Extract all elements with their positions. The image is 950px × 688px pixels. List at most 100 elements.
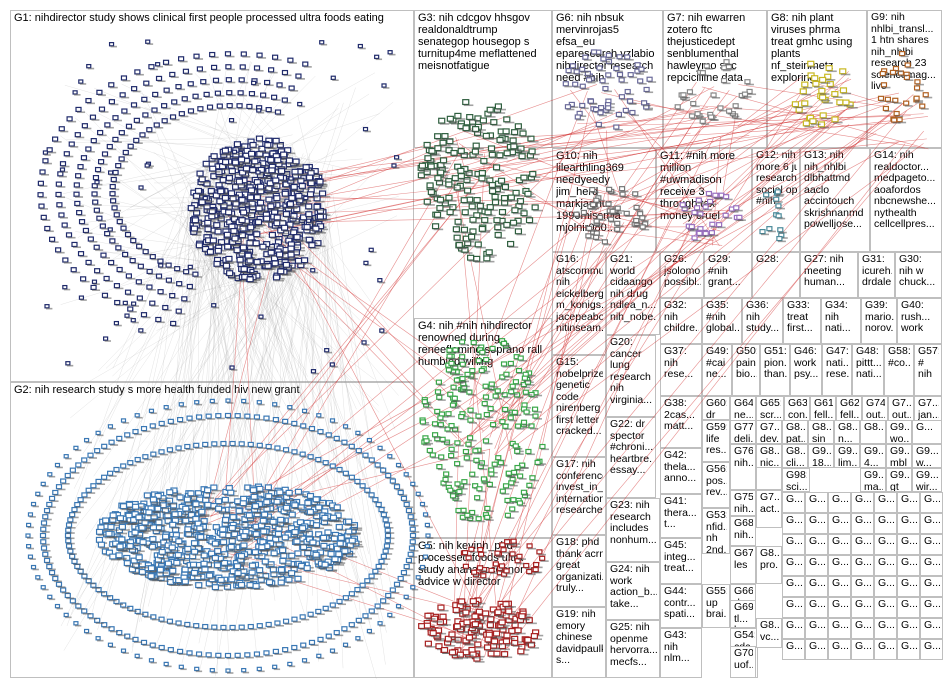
group-panel-tiny: G... xyxy=(828,555,851,576)
group-label: G... xyxy=(924,620,940,631)
group-label: G8... pro... xyxy=(760,548,779,571)
group-panel-g86: G8... n... xyxy=(834,420,860,444)
group-panel-tiny: G... xyxy=(897,534,920,555)
group-label: G... xyxy=(878,578,894,589)
group-label: G... xyxy=(878,641,894,652)
group-label: G7... jan... xyxy=(918,398,939,421)
group-panel-tiny: G... xyxy=(805,492,828,513)
group-label: G8... xyxy=(864,422,883,433)
group-label: G4: nih #nih nihdirector renowned during… xyxy=(418,320,543,368)
group-label: G... xyxy=(832,536,848,547)
group-label: G15: nobelprize genetic code nirenberg f… xyxy=(556,357,603,437)
group-panel-g20: G20: cancer lung research nih virginia..… xyxy=(606,335,656,417)
group-label: G59: life res... xyxy=(706,422,727,456)
group-panel-g44: G44: contr... spati... xyxy=(660,584,702,628)
group-label: G... xyxy=(855,641,871,652)
group-panel-g46: G46: work psy... xyxy=(790,344,822,396)
group-label: G63: con... xyxy=(788,398,807,421)
group-label: G5: nih kevinh_phd processed foods ultra… xyxy=(418,540,524,588)
group-label: G... xyxy=(832,578,848,589)
group-panel-tiny: G... xyxy=(851,555,874,576)
group-panel-g39: G39: mario... norov... xyxy=(861,298,897,344)
group-label: G9... mbl xyxy=(890,446,909,468)
group-panel-g7: G7: nih ewarren zotero ftc thejusticedep… xyxy=(663,10,767,148)
group-panel-tiny: G... xyxy=(874,597,897,618)
group-label: G... xyxy=(832,557,848,568)
group-label: G45: integ... treat... xyxy=(664,540,696,574)
group-label: G... xyxy=(786,620,802,631)
group-panel-g59: G59: life res... xyxy=(702,420,730,462)
group-panel-g82: G8... pro... xyxy=(756,546,782,584)
group-label: G69: tl... lea... xyxy=(734,602,753,627)
group-label: G... xyxy=(832,641,848,652)
group-panel-g10: G10: nih lilearthling369 needyeedy jim_h… xyxy=(552,148,656,252)
group-panel-g37: G37: nih rese... xyxy=(660,344,702,396)
group-label: G48: pittt... nati... xyxy=(856,346,881,380)
group-panel-g25: G25: nih openme hervorra... mecfs... xyxy=(606,620,660,678)
group-panel-g27: G27: nih meeting human... xyxy=(800,252,858,298)
group-panel-g73: G7... act... xyxy=(756,490,782,528)
group-label: G11: #nih more million #uwmadison receiv… xyxy=(660,150,736,222)
group-label: G39: mario... norov... xyxy=(865,300,894,334)
group-label: G40: rush... work xyxy=(901,300,931,334)
group-panel-g77: G77: deli... xyxy=(730,420,756,444)
group-label: G8... cli... xyxy=(786,446,805,468)
group-panel-tiny: G... xyxy=(805,576,828,597)
group-panel-tiny: G... xyxy=(828,513,851,534)
group-panel-tiny: G... xyxy=(782,618,805,639)
group-label: G8... nic... xyxy=(760,446,779,468)
group-label: G... xyxy=(786,536,802,547)
group-label: G... xyxy=(832,494,848,505)
group-label: G... xyxy=(878,494,894,505)
group-label: G... xyxy=(855,599,871,610)
group-label: G12: nih s more 6 june research social o… xyxy=(756,150,797,207)
group-panel-g13: G13: nih nih_nhlbi dlbhattmd aaclo accin… xyxy=(800,148,870,252)
group-panel-tiny: G... xyxy=(828,618,851,639)
group-label: G... xyxy=(855,536,871,547)
group-panel-g76: G76: nih... xyxy=(730,444,756,490)
group-label: G46: work psy... xyxy=(794,346,819,380)
group-label: G... xyxy=(924,536,940,547)
group-label: G55: up brai... xyxy=(706,586,727,620)
group-panel-tiny: G... xyxy=(874,534,897,555)
group-panel-tiny: G... xyxy=(851,492,874,513)
group-label: G... xyxy=(878,599,894,610)
group-panel-tiny: G... xyxy=(782,492,805,513)
group-label: G... xyxy=(786,494,802,505)
group-label: G... xyxy=(924,515,940,526)
group-panel-g88: G9... 18... xyxy=(808,444,834,468)
group-label: G... xyxy=(786,515,802,526)
group-panel-g15: G15: nobelprize genetic code nirenberg f… xyxy=(552,355,606,457)
group-label: G9: nih nhlbi_transl... 1 htn shares nih… xyxy=(871,12,936,92)
group-panel-tiny: G... xyxy=(805,555,828,576)
group-label: G8... pat... xyxy=(786,422,805,444)
group-panel-tiny: G... xyxy=(874,513,897,534)
group-panel-g94: G9... gt xyxy=(886,468,912,492)
group-label: G8: nih plant viruses phrma treat gmhc u… xyxy=(771,12,853,84)
group-label: G... xyxy=(924,494,940,505)
group-panel-g43: G43: nih nlm... xyxy=(660,628,702,678)
group-panel-tiny: G... xyxy=(805,597,828,618)
group-panel-g92: G9... ma... xyxy=(860,468,886,492)
group-panel-g19: G19: nih emory chinese davidpaulk s... xyxy=(552,607,606,678)
group-panel-tiny: G... xyxy=(782,639,805,660)
group-panel-tiny: G... xyxy=(920,534,943,555)
group-label: G... xyxy=(809,599,825,610)
group-label: G... xyxy=(901,557,917,568)
group-panel-tiny: G... xyxy=(782,534,805,555)
group-panel-g98: G98: sci... xyxy=(782,468,810,492)
group-label: G... xyxy=(901,620,917,631)
group-panel-g89: G9... lim... xyxy=(834,444,860,468)
group-label: G... xyxy=(924,578,940,589)
group-panel-g45: G45: integ... treat... xyxy=(660,538,702,584)
group-panel-g50: G50: pain bio... xyxy=(732,344,760,396)
group-panel-g97: G9... wo... xyxy=(886,420,912,444)
group-panel-g47: G47: nati... rese... xyxy=(822,344,852,396)
group-label: G36: nih study... xyxy=(746,300,780,334)
group-panel-g93: G9... mbl xyxy=(886,444,912,468)
group-panel-g14: G14: nih realdoctor... medpageto... aoaf… xyxy=(870,148,942,252)
group-panel-g53: G53: nfid... nh 2nd... xyxy=(702,508,730,554)
group-label: G9... 18... xyxy=(812,446,831,468)
group-panel-tiny: G... xyxy=(851,513,874,534)
group-label: G53: nfid... nh 2nd... xyxy=(706,510,727,554)
